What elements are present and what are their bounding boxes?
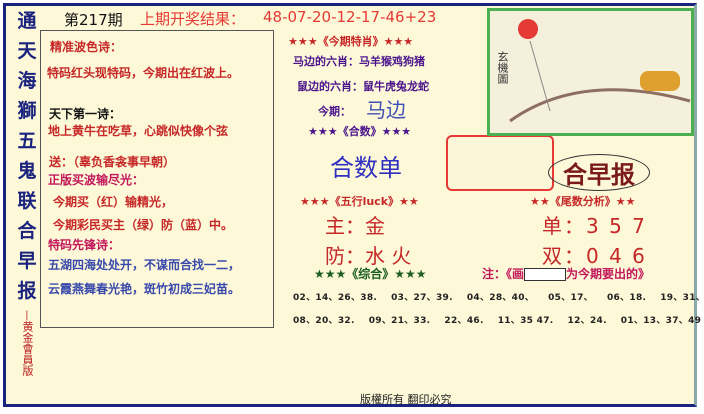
title-char: 报 <box>17 280 37 302</box>
title-char: 联 <box>17 190 37 212</box>
zonghe-title: ★★★《综合》★★★ <box>314 267 427 281</box>
wuxing-guard: 防：水 火 <box>325 244 412 268</box>
banner-title: 合早报 <box>548 154 650 191</box>
heshu-value: 合数单 <box>330 154 402 182</box>
this-period-label: 今期： <box>318 105 351 118</box>
number-group: 02、14、26、38. <box>293 293 378 303</box>
wuxing-title: ★★★《五行luck》★★ <box>300 195 419 208</box>
poem-box <box>40 30 274 328</box>
poem-heading: 天下第一诗： <box>49 107 122 121</box>
number-group: 04、28、40、 <box>466 293 535 303</box>
hint-illustration <box>509 19 691 123</box>
rat-side-zodiacs: 鼠边的六肖：鼠牛虎兔龙蛇 <box>297 80 429 93</box>
title-char: 海 <box>17 70 37 92</box>
this-period-value: 马边 <box>366 98 406 122</box>
poem-heading: 特码先锋诗： <box>48 238 121 252</box>
number-group: 19、31、43 <box>660 293 704 303</box>
last-result: 48-07-20-12-17-46+23 <box>263 8 437 26</box>
number-group: 22、46. <box>444 316 484 326</box>
numbers-row: 02、14、26、38. 03、27、39. 04、28、40、 05、17、 06、1… <box>293 290 704 303</box>
title-char: 鬼 <box>17 160 37 182</box>
issue-number: 第217期 <box>64 11 123 29</box>
special-title: ★★★《今期特肖》★★★ <box>288 35 414 48</box>
poem-line: 特码红头现特码，今期出在红波上。 <box>47 66 240 80</box>
tail-odd: 单：3 5 7 <box>542 214 647 238</box>
copyright-footer: 版權所有 翻印必究 <box>360 393 452 406</box>
poem-line: 地上黄牛在吃草，心跳似快像个弦 <box>48 124 229 138</box>
tail-title: ★★《尾数分析》★★ <box>530 195 636 208</box>
title-char: 天 <box>17 40 37 62</box>
numbers-row: 08、20、32. 09、21、33. 22、46. 11、35 47. 12、24. 0… <box>293 313 701 326</box>
heshu-title: ★★★《合数》★★★ <box>308 125 412 138</box>
vertical-title: 通 天 海 獅 五 鬼 联 合 早 报 —黄金會員版 <box>14 6 40 376</box>
poem-line: 今期买（红）输精光， <box>53 195 174 209</box>
number-group: 03、27、39. <box>391 293 453 303</box>
number-group: 11、35 47. <box>497 316 554 326</box>
poem-line: 云霞燕舞春光艳，斑竹初成三妃苗。 <box>48 282 241 296</box>
last-result-label: 上期开奖结果： <box>140 10 246 28</box>
title-char: 五 <box>17 130 37 152</box>
number-group: 06、18. <box>606 293 647 303</box>
number-group: 08、20、32. <box>293 316 355 326</box>
wuxing-main: 主：金 <box>325 214 385 238</box>
hint-picture: 玄機圖 <box>487 8 694 136</box>
poem-line: 今期彩民买主（绿）防（蓝）中。 <box>53 218 234 232</box>
highlight-box <box>446 135 554 191</box>
number-group: 09、21、33. <box>368 316 431 326</box>
picture-caption: 玄機圖 <box>496 51 509 84</box>
poem-line: 五湖四海处处开，不谋而合找一二， <box>48 258 241 272</box>
poem-line: 送：（辜负香衾事早朝） <box>49 155 176 169</box>
number-group: 01、13、37、49 <box>620 316 702 326</box>
tail-even: 双：0 4 6 <box>542 244 647 268</box>
title-char: 通 <box>17 10 37 32</box>
note-box <box>524 268 567 281</box>
vertical-subtitle: —黄金會員版 <box>21 310 34 376</box>
poem-heading: 精准波色诗： <box>50 40 123 54</box>
horse-side-zodiacs: 马边的六肖：马羊猴鸡狗猪 <box>293 55 425 68</box>
note-prefix: 注：《画 <box>482 267 525 281</box>
number-group: 12、24. <box>567 316 607 326</box>
zonghe-note: 注：《画 为今期要出的》 <box>482 265 650 282</box>
title-char: 早 <box>17 250 37 272</box>
poem-heading: 正版买波输尽光： <box>48 173 145 187</box>
note-suffix: 为今期要出的》 <box>566 267 651 281</box>
number-group: 05、17、 <box>548 293 593 303</box>
title-char: 合 <box>17 220 37 242</box>
title-char: 獅 <box>17 100 37 122</box>
